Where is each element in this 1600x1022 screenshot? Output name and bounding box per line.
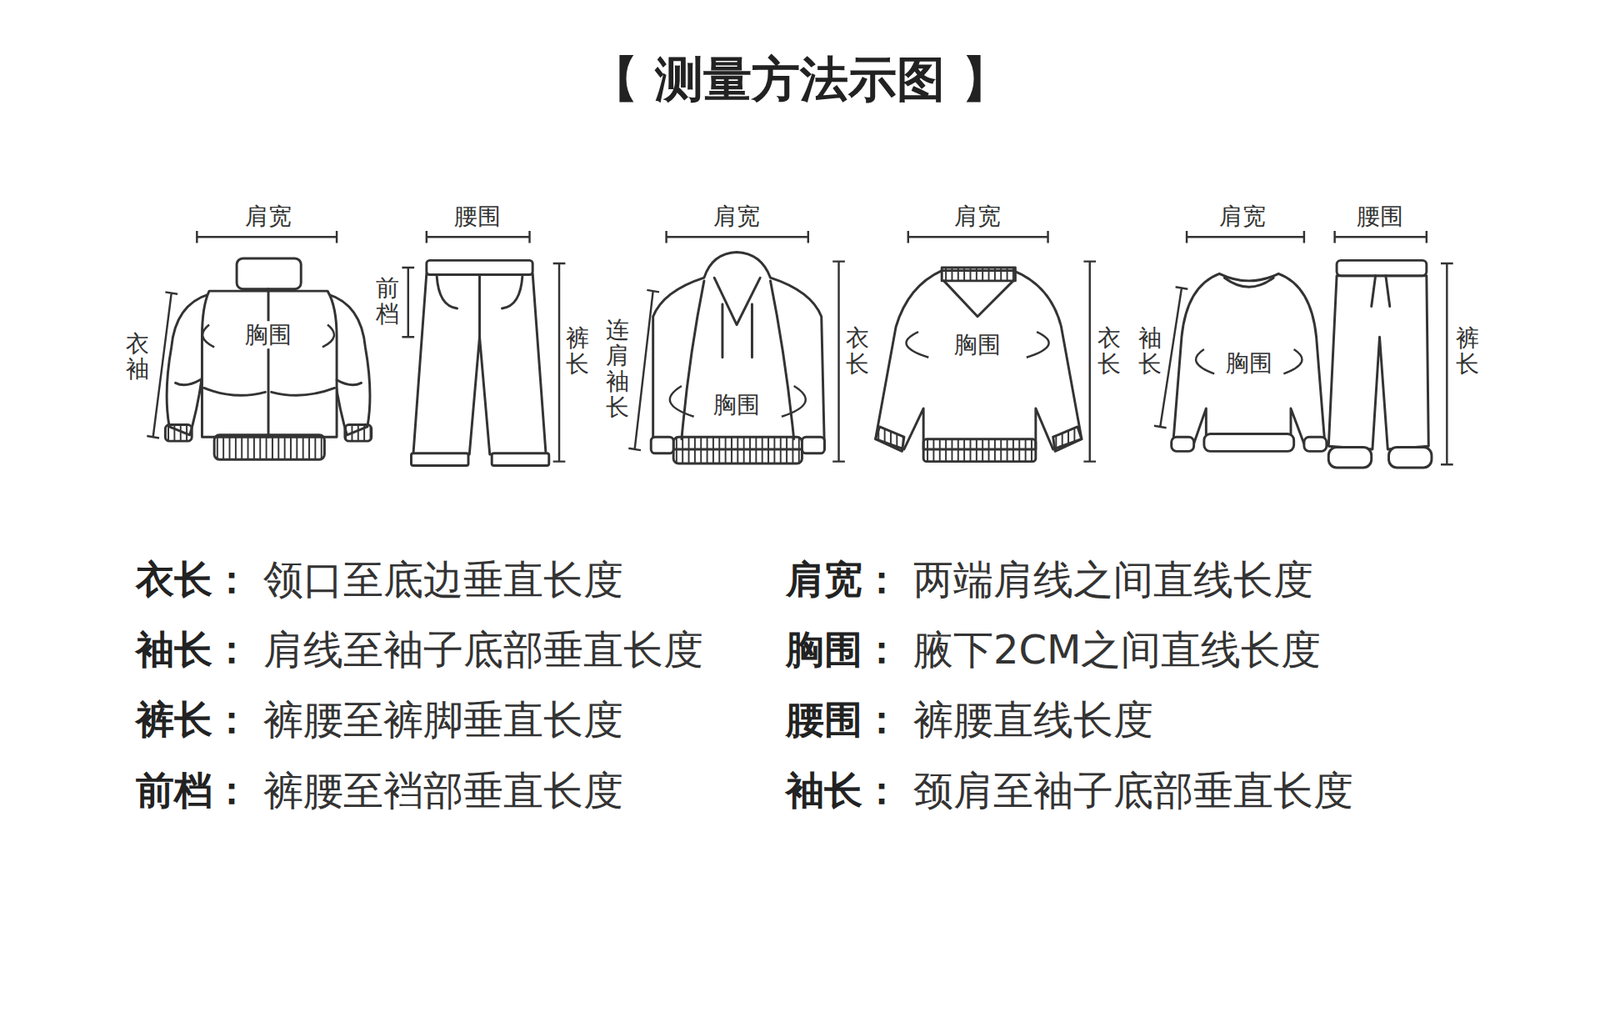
sweatshirt-drawing (1173, 273, 1325, 450)
dimension-lines (1335, 230, 1427, 244)
dimension-label-vertical: 裤长 (1455, 325, 1480, 380)
dimension-lines (401, 267, 415, 337)
dimension-label-vertical: 裤长 (565, 325, 590, 380)
joggers-drawing (1328, 275, 1429, 450)
dimension-label-vertical: 前档 (375, 275, 400, 330)
dimension-label: 胸围 (951, 330, 1004, 360)
definition-term: 腰围： (785, 694, 901, 746)
dimension-lines (146, 291, 178, 438)
dimension-label: 胸围 (242, 320, 295, 350)
hoodie-drawing (681, 280, 795, 440)
definition-term: 袖长： (135, 624, 251, 676)
dimension-lines (908, 230, 1049, 244)
jeans-drawing (410, 260, 549, 465)
hoodie-drawing (750, 304, 754, 358)
dimension-lines (1440, 263, 1454, 465)
dimension-lines (628, 290, 660, 450)
hoodie-drawing (650, 252, 825, 464)
definition-text: 裤腰直线长度 (913, 693, 1154, 747)
definition-term: 衣长： (135, 554, 251, 606)
jacket-drawing (165, 258, 371, 460)
hoodie-drawing (714, 277, 760, 325)
jeans-drawing (413, 273, 546, 455)
sweatshirt-drawing (1304, 436, 1327, 451)
definition-term: 袖长： (785, 765, 901, 817)
sweater-drawing (875, 426, 1082, 451)
sweatshirt-drawing (1171, 273, 1327, 451)
definition-text: 两端肩线之间直线长度 (913, 553, 1314, 607)
sweater-drawing (944, 280, 1014, 317)
dimension-label: 肩宽 (242, 202, 295, 231)
hoodie-drawing (650, 436, 674, 454)
dimension-lines (1186, 230, 1305, 244)
dimension-label-vertical: 衣袖 (125, 330, 150, 385)
definition-term: 肩宽： (785, 554, 901, 606)
sweatshirt-drawing (1204, 434, 1295, 452)
sweater-drawing (941, 267, 1015, 281)
dimension-label: 胸围 (1223, 349, 1275, 378)
hoodie-drawing (673, 436, 802, 464)
dimension-label: 肩宽 (1216, 202, 1269, 231)
dimension-label: 肩宽 (710, 202, 763, 231)
jacket-drawing (214, 435, 325, 460)
definition-term: 胸围： (785, 624, 901, 676)
definition-term: 前档： (135, 765, 251, 817)
dimension-label: 腰围 (1354, 202, 1406, 231)
definition-term: 裤长： (135, 694, 251, 746)
definition-text: 肩线至袖子底部垂直长度 (263, 623, 704, 677)
joggers-drawing (1371, 275, 1390, 307)
dimension-label: 腰围 (451, 202, 504, 231)
dimension-lines (196, 230, 337, 244)
hoodie-drawing (653, 252, 825, 450)
sweater-drawing (923, 439, 1036, 462)
hoodie-drawing (801, 436, 825, 454)
jacket-drawing (204, 387, 335, 395)
sweater-drawing (875, 267, 1082, 462)
jacket-drawing (345, 425, 372, 442)
jacket-drawing (175, 380, 362, 385)
dimension-label: 肩宽 (951, 202, 1004, 231)
dimension-label-vertical: 衣长 (845, 325, 870, 380)
garment-illustrations (165, 252, 1432, 468)
jeans-drawing (410, 453, 469, 466)
dimension-label: 胸围 (710, 390, 763, 420)
jeans-drawing (436, 275, 523, 337)
jacket-drawing (236, 258, 301, 290)
dimension-lines (426, 230, 530, 244)
jeans-drawing (426, 260, 533, 275)
joggers-drawing (1328, 446, 1371, 467)
definition-text: 颈肩至袖子底部垂直长度 (913, 764, 1354, 818)
dimension-lines (1083, 261, 1096, 462)
jeans-drawing (491, 453, 550, 466)
sweatshirt-drawing (1224, 277, 1274, 287)
dimension-label-vertical: 袖长 (1138, 325, 1162, 380)
joggers-drawing (1328, 260, 1432, 468)
definition-text: 领口至底边垂直长度 (263, 553, 624, 607)
dimension-label-vertical: 连肩袖长 (605, 316, 630, 423)
definition-text: 腋下2CM之间直线长度 (913, 623, 1321, 677)
dimension-lines (553, 263, 566, 462)
definition-text: 裤腰至裤脚垂直长度 (263, 693, 624, 747)
dimension-lines (146, 230, 1453, 465)
sweater-drawing (875, 270, 1082, 450)
sweatshirt-drawing (1171, 436, 1195, 451)
definition-text: 裤腰至裆部垂直长度 (263, 764, 624, 818)
dimension-lines (832, 261, 845, 462)
joggers-drawing (1336, 260, 1427, 275)
dimension-label-vertical: 衣长 (1097, 325, 1121, 380)
jacket-drawing (165, 425, 192, 442)
jacket-drawing (267, 289, 270, 438)
page-title: 【 测量方法示图 】 (590, 47, 1010, 113)
joggers-drawing (1389, 446, 1432, 467)
dimension-lines (666, 230, 809, 244)
hoodie-drawing (720, 304, 724, 358)
